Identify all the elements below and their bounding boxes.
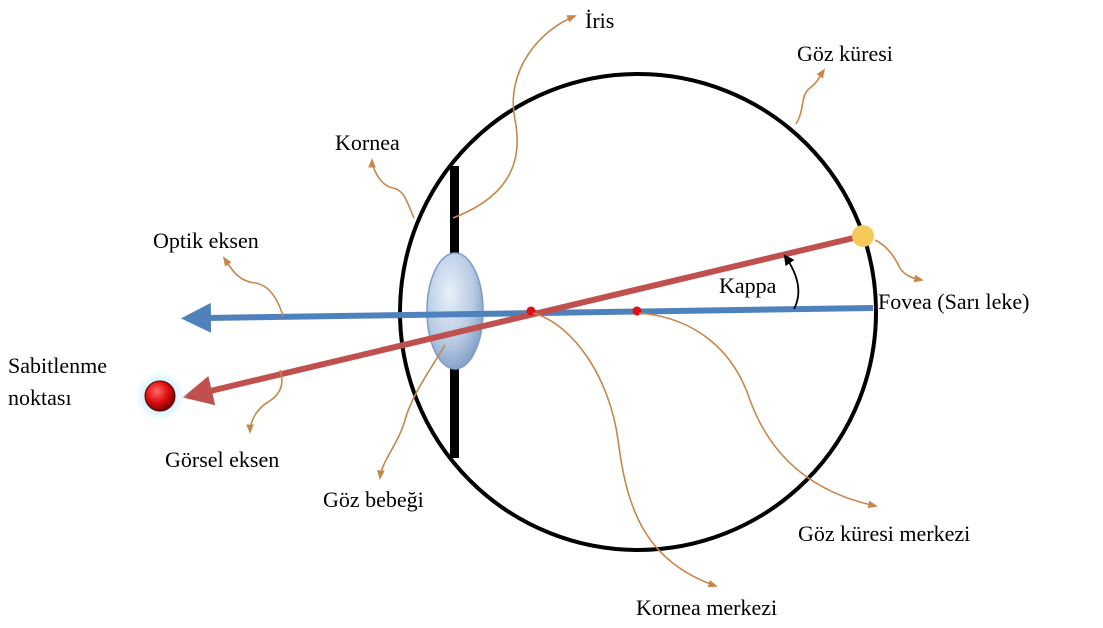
fixation-label-line2: noktası	[8, 385, 72, 410]
cornea-center-leader	[532, 312, 718, 588]
cornea-center-label: Kornea merkezi	[636, 595, 777, 620]
visual-axis-label: Görsel eksen	[165, 447, 279, 472]
eyeball-leader	[795, 68, 826, 125]
eyeball-center-dot	[632, 306, 642, 316]
fixation-label-line1: Sabitlenme	[8, 353, 107, 378]
pupil-label: Göz bebeği	[323, 487, 424, 512]
cornea-label: Kornea	[335, 130, 400, 155]
cornea-leader	[368, 158, 415, 219]
visual-axis-leader	[246, 369, 283, 434]
optical-axis-leader	[222, 256, 284, 317]
fovea-leader	[874, 239, 924, 283]
pupil-leader	[377, 344, 446, 480]
eyeball-center-label: Göz küresi merkezi	[798, 521, 970, 546]
kappa-angle-arc	[783, 254, 800, 310]
eyeball-label: Göz küresi	[797, 41, 893, 66]
iris-label: İris	[585, 8, 614, 33]
kappa-label: Kappa	[719, 273, 777, 298]
eyeball-center-leader	[638, 312, 878, 509]
eyeball-circle	[398, 72, 878, 552]
optical-axis-label: Optik eksen	[153, 228, 259, 253]
fovea-label: Fovea (Sarı leke)	[878, 289, 1030, 314]
fixation-point	[144, 380, 176, 412]
iris-leader	[452, 15, 577, 219]
fovea-dot	[852, 225, 874, 247]
